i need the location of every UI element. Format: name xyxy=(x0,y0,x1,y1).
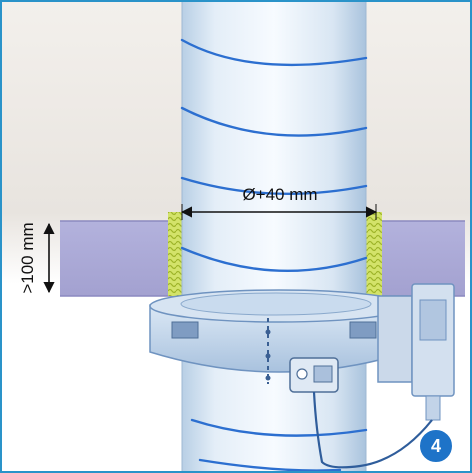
step-badge: 4 xyxy=(418,428,454,464)
filler-foam-right xyxy=(362,212,382,296)
diameter-label: Ø+40 mm xyxy=(242,185,317,204)
depth-dimension: >100 mm xyxy=(18,222,55,294)
damper-collar xyxy=(149,289,409,384)
step-badge-number: 4 xyxy=(431,436,441,456)
depth-label: >100 mm xyxy=(18,222,37,293)
spiral-duct-pipe xyxy=(181,0,367,473)
thermal-release-box xyxy=(289,357,339,393)
diameter-dimension: Ø+40 mm xyxy=(180,185,378,220)
actuator-motor xyxy=(377,283,455,421)
cables xyxy=(312,391,433,469)
